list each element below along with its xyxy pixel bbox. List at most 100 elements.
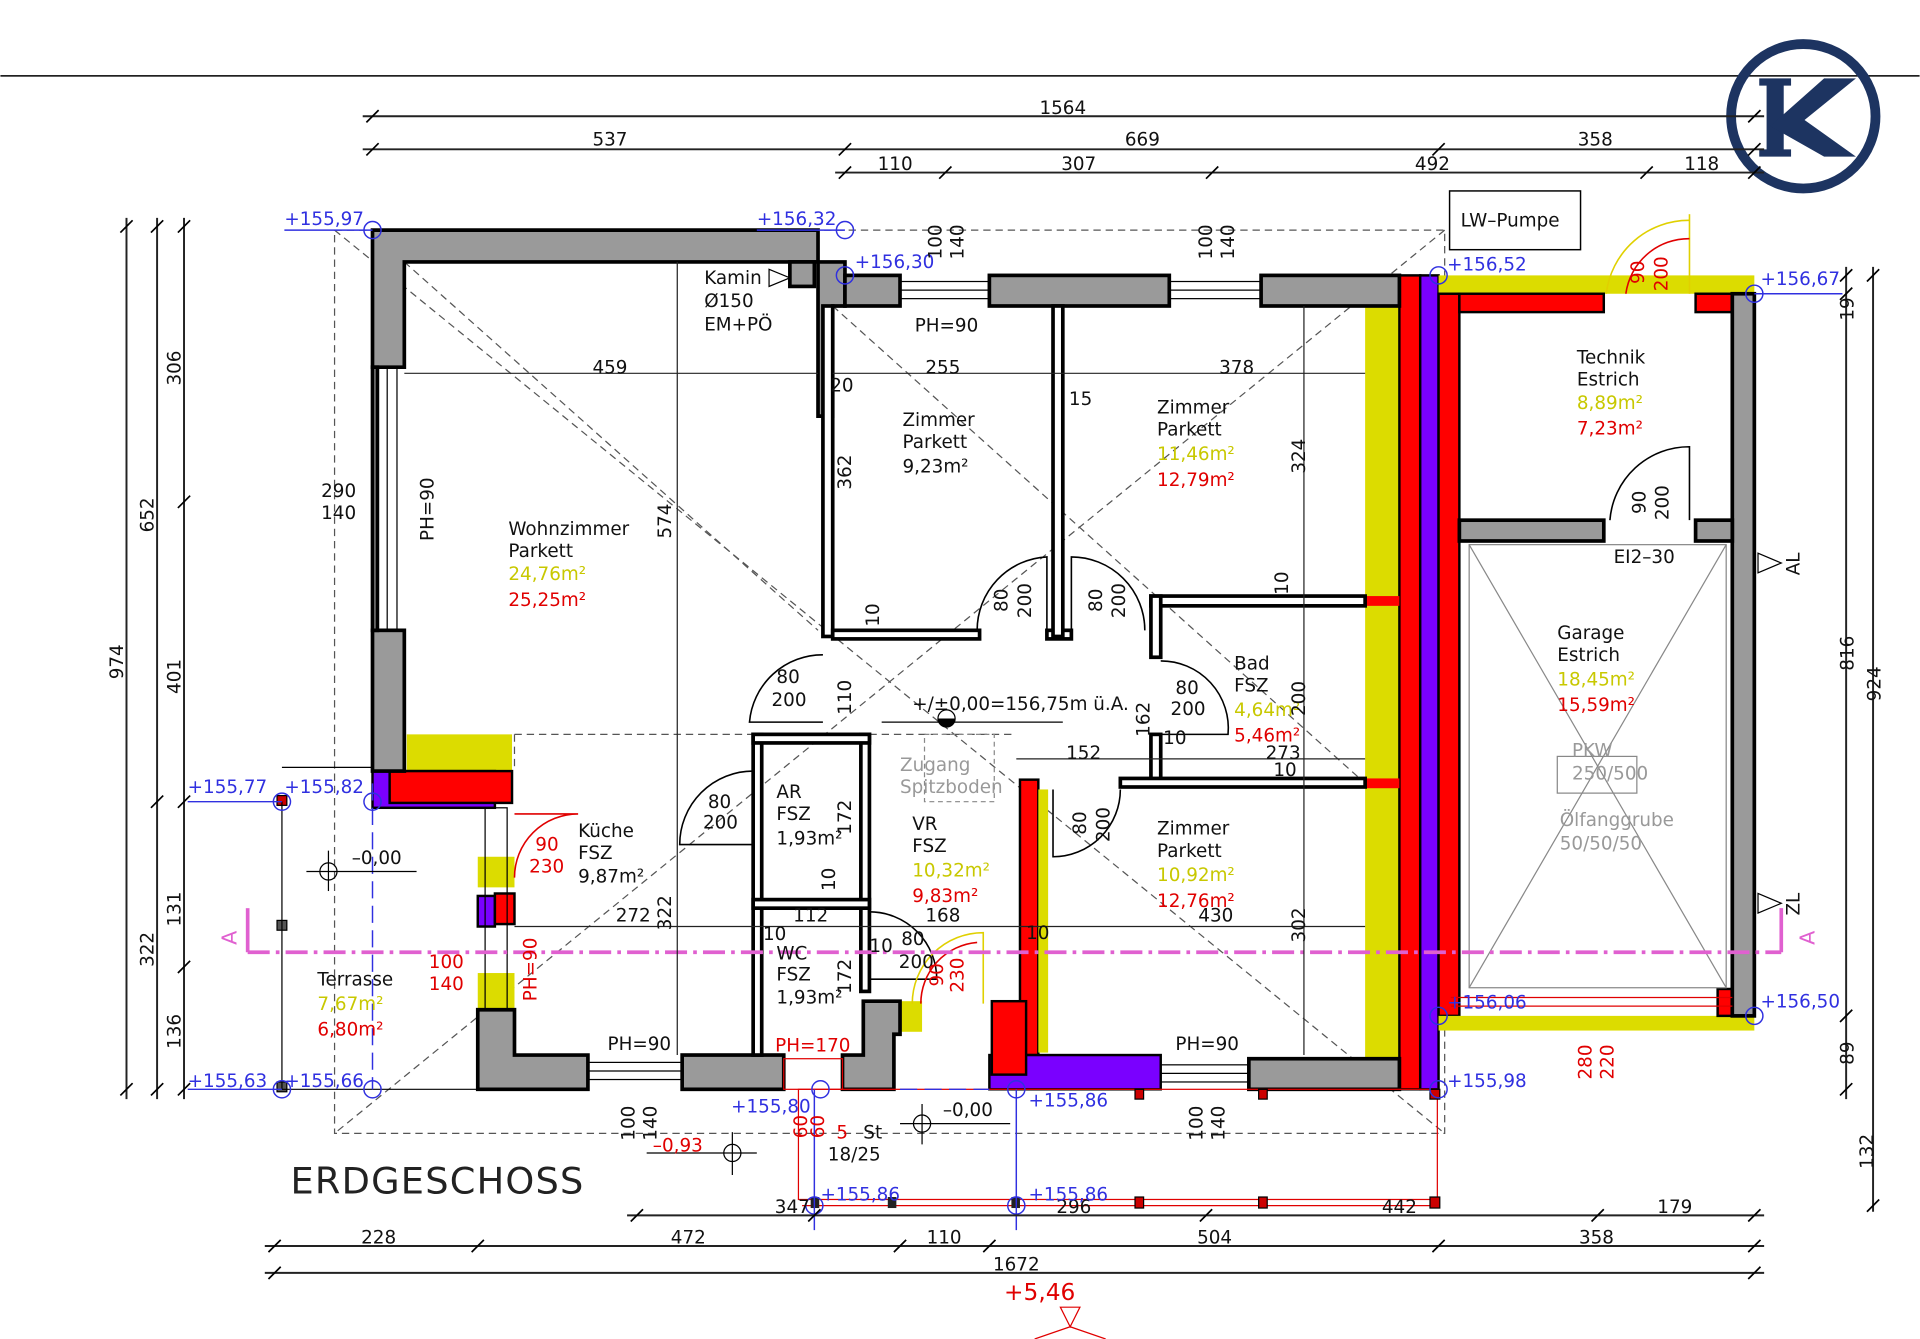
drawing-label: EM+PÖ — [704, 313, 772, 335]
dim-left: 401 — [164, 659, 185, 694]
drawing-label: PH=90 — [418, 477, 439, 541]
drawing-label: 272 — [616, 906, 651, 927]
drawing-label: 12,79m² — [1157, 470, 1235, 491]
interior-walls — [751, 304, 1367, 1057]
insulation-layers — [371, 274, 1755, 1091]
drawing-label: 1,93m² — [776, 829, 842, 850]
drawing-label: FSZ — [776, 804, 810, 825]
drawing-label: 10 — [1273, 760, 1296, 781]
elevation: +156,32 — [757, 209, 837, 230]
drawing-label: 230 — [529, 857, 564, 878]
windows — [376, 280, 1262, 1083]
kamin-label: Kamin — [704, 268, 762, 289]
drawing-label: 574 — [655, 504, 676, 539]
dim-bottom: 442 — [1382, 1197, 1417, 1218]
drawing-label: FSZ — [776, 964, 810, 985]
dim-overall-top: 1564 — [1039, 98, 1086, 119]
drawing-label: St — [863, 1122, 882, 1143]
drawing-label: Zimmer — [1157, 819, 1230, 840]
drawing-label: 12,76m² — [1157, 891, 1235, 912]
drawing-label: 255 — [925, 357, 960, 378]
lw-pumpe-label: LW–Pumpe — [1461, 210, 1560, 231]
drawing-label: 80 — [708, 792, 731, 813]
dim-bottom-total: 1672 — [993, 1254, 1040, 1275]
drawing-label: 140 — [429, 974, 464, 995]
drawing-label: 10,92m² — [1157, 865, 1235, 886]
drawing-label: 100 — [1196, 224, 1217, 259]
drawing-label: 140 — [1218, 224, 1239, 259]
window-labels: PH=90 PH=90 PH=90 PH=90 PH=170 100 140 1… — [418, 224, 1239, 1140]
drawing-label: 50/50/50 — [1560, 833, 1642, 854]
elevation-labels: +155,97 +156,32 +156,30 +156,52 +156,67 … — [188, 209, 1840, 1205]
drawing-label: 152 — [1066, 743, 1101, 764]
drawing-label: 200 — [899, 952, 934, 973]
drawing-label: 80 — [1175, 678, 1198, 699]
drawing-label: 140 — [640, 1106, 661, 1141]
drawing-label: 378 — [1219, 357, 1254, 378]
drawing-label: 280 — [1576, 1045, 1597, 1080]
dim-top: 537 — [592, 130, 627, 151]
drawing-label: 100 — [618, 1106, 639, 1141]
section-label-left: A — [218, 930, 242, 945]
drawing-label: 10 — [1163, 728, 1186, 749]
drawing-label: Bad — [1234, 654, 1269, 675]
elevation: +156,67 — [1760, 269, 1840, 290]
drawing-label: 10 — [869, 936, 892, 957]
elevation: +155,80 — [731, 1097, 811, 1118]
annotations: Kamin Ø150 EM+PÖ LW–Pumpe +/±0,00=156,75… — [306, 190, 1805, 1339]
section-line-a: A A — [218, 908, 1819, 955]
drawing-label: 15 — [1069, 389, 1092, 410]
dim-bottom: 296 — [1056, 1197, 1091, 1218]
drawing-label: 112 — [793, 906, 828, 927]
drawing-label: 230 — [948, 958, 969, 993]
drawing-label: 290 — [321, 481, 356, 502]
drawing-label: 100 — [429, 952, 464, 973]
dim-top: 110 — [878, 154, 913, 175]
drawing-label: 200 — [1171, 699, 1206, 720]
drawing-label: FSZ — [578, 843, 612, 864]
drawing-label: 4,64m² — [1234, 700, 1300, 721]
drawing-label: Parkett — [1157, 841, 1222, 862]
dim-left: 652 — [137, 497, 158, 532]
drawing-label: 60 — [808, 1115, 829, 1138]
elevation: +155,77 — [188, 777, 268, 798]
dim-top: 307 — [1061, 154, 1096, 175]
elevation: +155,97 — [284, 209, 364, 230]
interior-dimension-labels: 459 255 378 20 15 290 140 362 574 324 10… — [321, 357, 1310, 994]
drawing-label: 90 — [1628, 261, 1649, 284]
axis-lines — [187, 220, 1843, 1231]
drawing-label: PH=90 — [915, 316, 979, 337]
drawing-label: 100 — [926, 224, 947, 259]
drawing-label: 60 — [791, 1115, 812, 1138]
drawing-label: PKW — [1572, 740, 1613, 761]
drawing-label: 162 — [1134, 702, 1155, 737]
drawing-label: AR — [776, 782, 802, 803]
drawing-label: Ölfanggrube — [1560, 809, 1674, 831]
drawing-label: 20 — [830, 376, 853, 397]
dim-left: 974 — [107, 644, 128, 679]
drawing-label: PH=90 — [608, 1034, 672, 1055]
drawing-label: FSZ — [1234, 676, 1268, 697]
drawing-label: PH=90 — [521, 938, 542, 1002]
drawing-label: 9,23m² — [902, 456, 968, 477]
drawing-label: 302 — [1289, 907, 1310, 942]
drawing-label: 24,76m² — [508, 564, 586, 585]
elevation: +155,86 — [820, 1185, 900, 1206]
dimension-ticks — [119, 109, 1880, 1280]
dim-left: 306 — [164, 351, 185, 386]
dim-left: 136 — [164, 1014, 185, 1049]
drawing-label: 200 — [1651, 256, 1672, 291]
dim-top: 118 — [1684, 154, 1719, 175]
drawing-label: 200 — [1109, 583, 1130, 618]
drawing-label: 250/500 — [1572, 764, 1648, 785]
elevation: +155,86 — [1029, 1090, 1109, 1111]
dimension-lines — [125, 115, 1875, 1274]
drawing-label: Zimmer — [902, 410, 975, 431]
drawing-label: 25,25m² — [508, 590, 586, 611]
drawing-label: Estrich — [1557, 645, 1620, 666]
drawing-label: 172 — [835, 959, 856, 994]
